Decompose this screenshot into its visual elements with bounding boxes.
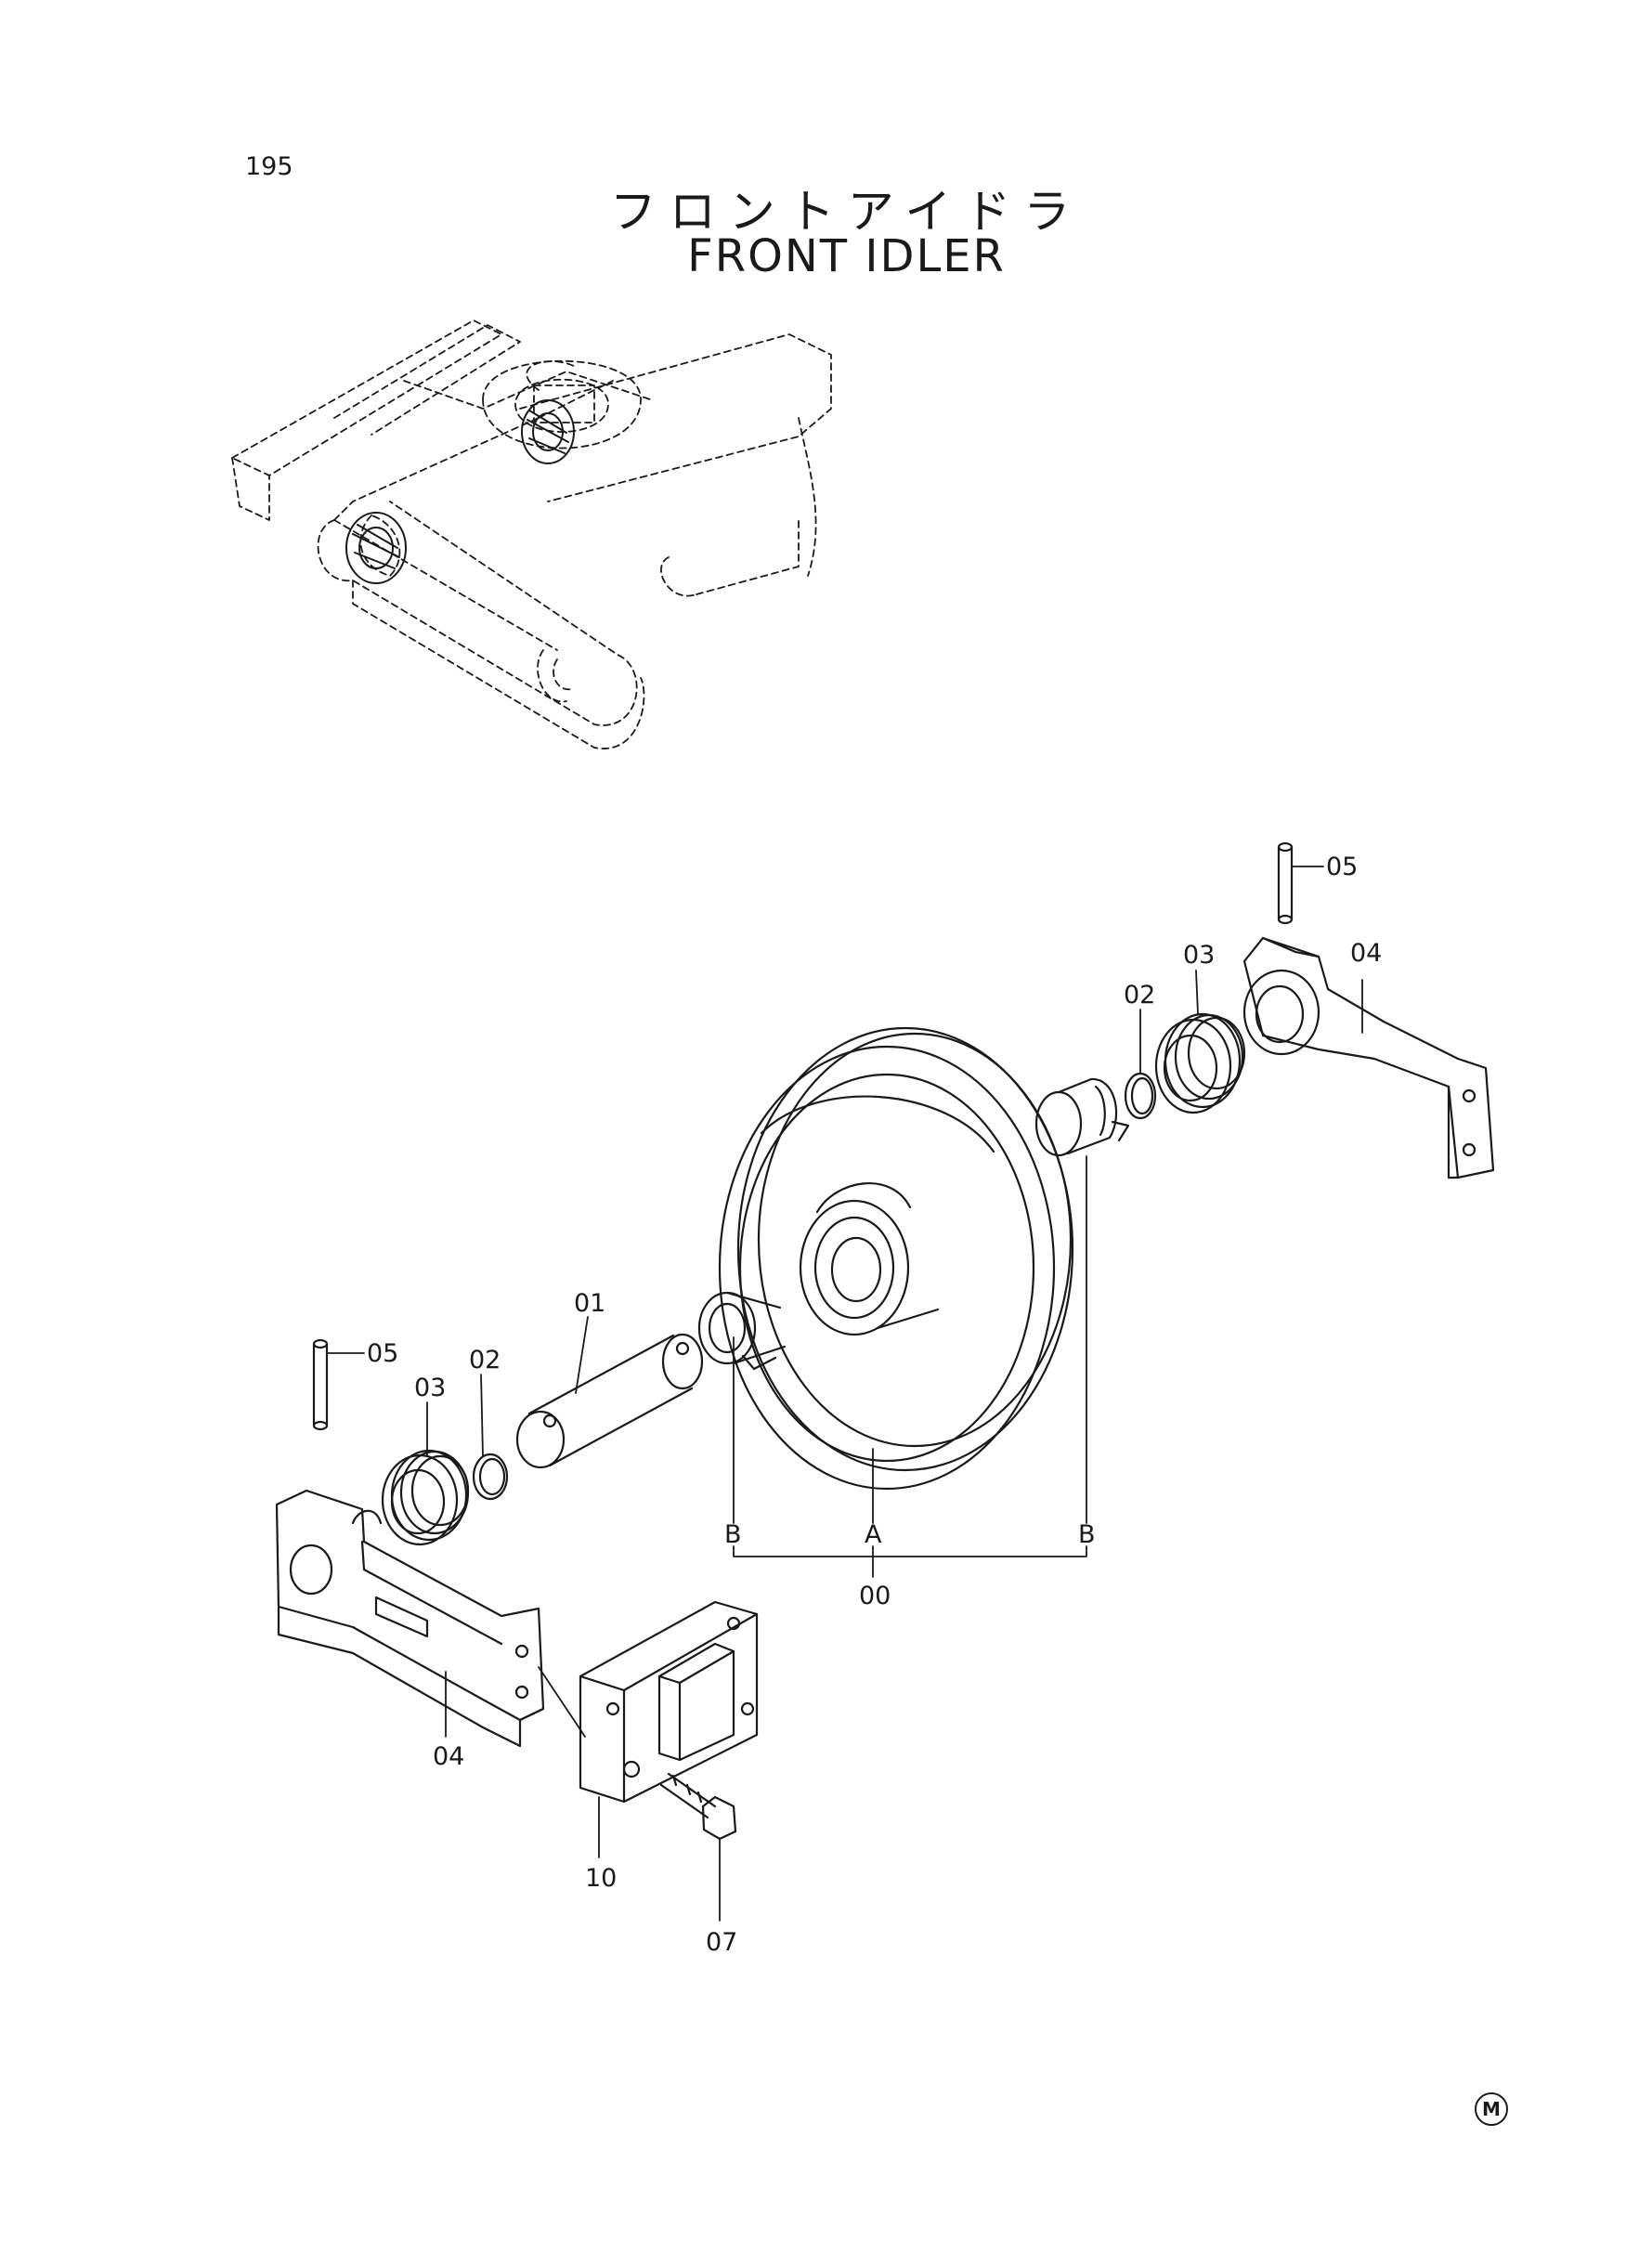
- callout-05-right: 05: [1326, 853, 1358, 881]
- o-ring-right: [1124, 1072, 1157, 1120]
- callout-07: 07: [706, 1928, 737, 1957]
- title-japanese: フロントアイドラ: [609, 185, 1084, 239]
- callout-b-right: B: [1078, 1520, 1096, 1549]
- callout-03-left: 03: [414, 1374, 446, 1402]
- callout-labels: 05 03 02 01 04 10 07 B A B 00 05 04 03 0…: [367, 853, 1382, 1957]
- o-ring-left: [472, 1453, 509, 1501]
- callout-05-left: 05: [367, 1339, 398, 1368]
- spring-pin-left: [312, 1338, 329, 1431]
- spring-pin-right: [1277, 841, 1294, 925]
- undercarriage-overview-sketch: [231, 319, 832, 749]
- callout-03-right: 03: [1183, 941, 1215, 970]
- callout-a: A: [865, 1520, 882, 1549]
- callout-10: 10: [585, 1864, 617, 1893]
- callout-04-left: 04: [433, 1742, 464, 1771]
- overview-sprocket-front: [345, 512, 407, 584]
- hex-bolt: [659, 1772, 737, 1841]
- floating-seal-left: [381, 1449, 470, 1546]
- guide-block: [579, 1600, 759, 1804]
- callout-02-right: 02: [1124, 981, 1155, 1010]
- bushing-right: [1034, 1077, 1130, 1157]
- overview-sprocket-rear: [521, 399, 575, 464]
- idler-bracket-left: [275, 1489, 545, 1748]
- page-number: 195: [245, 152, 293, 181]
- callout-b-left: B: [724, 1520, 742, 1549]
- callout-02-left: 02: [469, 1346, 501, 1375]
- leader-lines: [326, 866, 1363, 1922]
- idler-bracket-right: [1242, 936, 1495, 1179]
- floating-seal-right: [1154, 1012, 1246, 1114]
- shaft: [515, 1333, 704, 1469]
- manufacturer-mark: M: [1475, 2092, 1508, 2126]
- callout-04-right: 04: [1350, 939, 1382, 968]
- title-english: FRONT IDLER: [687, 230, 1006, 282]
- idler-wheel: [718, 1026, 1074, 1491]
- callout-01: 01: [574, 1289, 605, 1318]
- bushing-left: [697, 1291, 787, 1371]
- callout-00: 00: [859, 1582, 891, 1610]
